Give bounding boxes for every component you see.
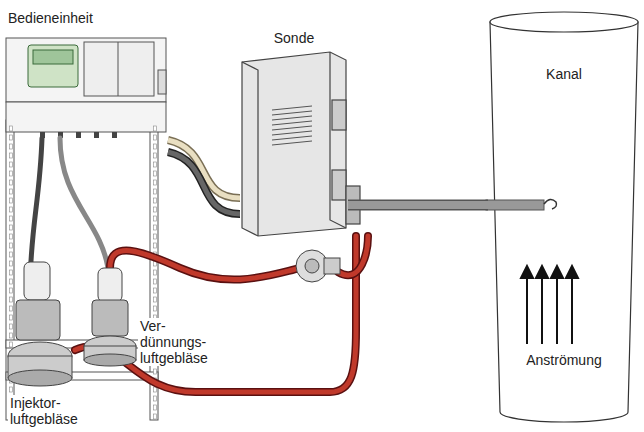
hose-stroke: [348, 201, 488, 209]
rack-hole: [154, 369, 157, 374]
probe-tip: [486, 199, 557, 210]
blower-label: Injektor- luftgebläse: [8, 395, 102, 427]
rack-hole: [154, 234, 157, 239]
rack-hole: [154, 216, 157, 221]
rack-hole: [154, 198, 157, 203]
rack-hole: [154, 396, 157, 401]
node-label: Kanal: [488, 66, 640, 82]
ejector-pump: [296, 250, 340, 282]
rack-hole: [10, 162, 13, 167]
rack-hole: [154, 153, 157, 158]
hose-connector: [168, 152, 240, 214]
rack-hole: [10, 153, 13, 158]
vent-slot: [272, 136, 312, 140]
probe-housing: [242, 52, 360, 236]
rack-hole: [154, 405, 157, 410]
rack-hole: [154, 207, 157, 212]
hose-stroke: [168, 152, 240, 214]
rack-hole: [154, 180, 157, 185]
rack-hole: [154, 387, 157, 392]
rack-hole: [154, 135, 157, 140]
vent-slot: [272, 131, 312, 135]
rack-hole: [10, 171, 13, 176]
rack-hole: [10, 225, 13, 230]
rack-hole: [10, 189, 13, 194]
rack-hole: [10, 297, 13, 302]
rack-hole: [154, 171, 157, 176]
vent-slot: [272, 111, 312, 115]
rack-hole: [10, 315, 13, 320]
rack-hole: [10, 387, 13, 392]
blower-label: Ver- dünnungs- luftgebläse: [138, 318, 226, 366]
rack-hole: [154, 144, 157, 149]
duct: KanalAnströmung: [488, 10, 640, 422]
rack-hole: [154, 297, 157, 302]
node-label: Anströmung: [488, 352, 640, 368]
probe-unit: Sonde: [240, 28, 348, 236]
rack-hole: [10, 306, 13, 311]
vent-slot: [272, 126, 312, 130]
rack-hole: [154, 189, 157, 194]
rack-hole: [10, 324, 13, 329]
vent-slot: [272, 121, 312, 125]
rack-hole: [154, 279, 157, 284]
rack-hole: [10, 216, 13, 221]
node-label: Bedieneinheit: [8, 10, 93, 26]
rack-hole: [154, 306, 157, 311]
rack-hole: [154, 414, 157, 419]
rack-hole: [10, 180, 13, 185]
injector-blower: [8, 262, 72, 386]
flow-arrows: [521, 266, 578, 344]
vent-slot: [272, 116, 312, 120]
rack-hole: [10, 243, 13, 248]
probe-pipe: [348, 205, 488, 206]
air-hoses: [75, 236, 368, 392]
rack-hole: [10, 126, 13, 131]
rack-hole: [10, 144, 13, 149]
rack-hole: [154, 162, 157, 167]
vent-slot: [272, 141, 312, 145]
hose-stroke: [348, 200, 488, 211]
rack-hole: [10, 333, 13, 338]
rack-hole: [10, 234, 13, 239]
rack-hole: [154, 288, 157, 293]
rack-hole: [154, 126, 157, 131]
rack-hole: [10, 270, 13, 275]
cable-glands: [40, 132, 117, 138]
rack-hole: [10, 261, 13, 266]
node-label: Sonde: [240, 30, 348, 46]
rack-hole: [154, 225, 157, 230]
hose-stroke: [168, 152, 240, 214]
rack-hole: [10, 135, 13, 140]
rack-hole: [10, 207, 13, 212]
rack-hole: [10, 279, 13, 284]
vent-slot: [272, 106, 312, 110]
rack-hole: [154, 243, 157, 248]
rack-hole: [10, 252, 13, 257]
rack-hole: [10, 342, 13, 347]
vent-grille: [272, 106, 312, 145]
rack-hole: [10, 288, 13, 293]
rack-hole: [10, 198, 13, 203]
rack-hole: [154, 270, 157, 275]
dilution-blower: [84, 268, 136, 366]
